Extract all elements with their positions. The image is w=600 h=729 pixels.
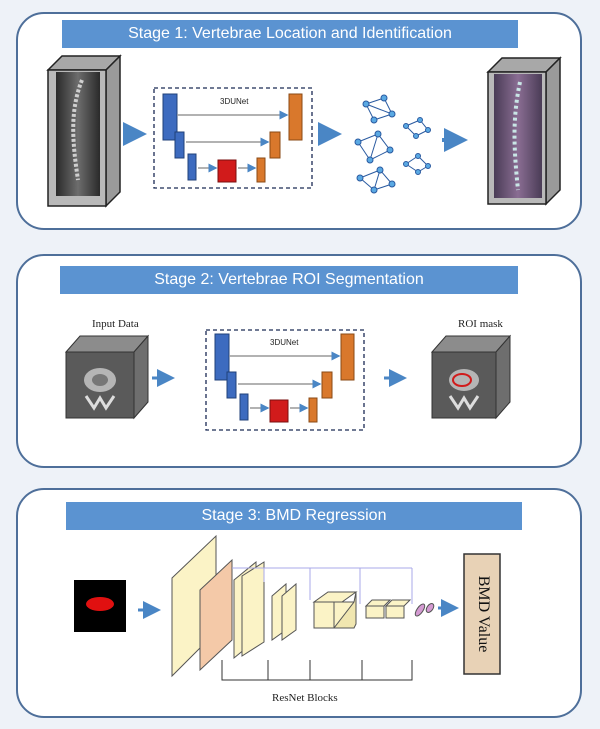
stage2-title: Stage 2: Vertebrae ROI Segmentation <box>60 266 518 294</box>
resnet-skip-connections <box>232 567 413 604</box>
resnet-blocks-label: ResNet Blocks <box>272 692 338 704</box>
roi-mask-cube <box>430 334 512 420</box>
bmd-value-label: BMD Value <box>475 575 492 653</box>
stage2-input-label: Input Data <box>92 318 139 330</box>
stage1-title: Stage 1: Vertebrae Location and Identifi… <box>62 20 518 48</box>
input-data-cube <box>64 334 150 420</box>
roi-input-image <box>74 580 126 632</box>
resnet-diagram <box>171 534 435 678</box>
resnet-block-brackets <box>221 660 413 681</box>
stage2-net-label: 3DUNet <box>270 338 299 347</box>
vertebra-graphs <box>354 94 431 194</box>
unet-diagram-stage2 <box>205 329 365 431</box>
stage1-net-label: 3DUNet <box>220 97 249 106</box>
stage3-title: Stage 3: BMD Regression <box>66 502 522 530</box>
unet-diagram-stage1 <box>153 87 313 189</box>
bmd-value-box <box>463 553 501 675</box>
ct-volume-output <box>486 56 562 206</box>
ct-volume-input <box>46 54 122 208</box>
stage2-output-label: ROI mask <box>458 318 503 330</box>
